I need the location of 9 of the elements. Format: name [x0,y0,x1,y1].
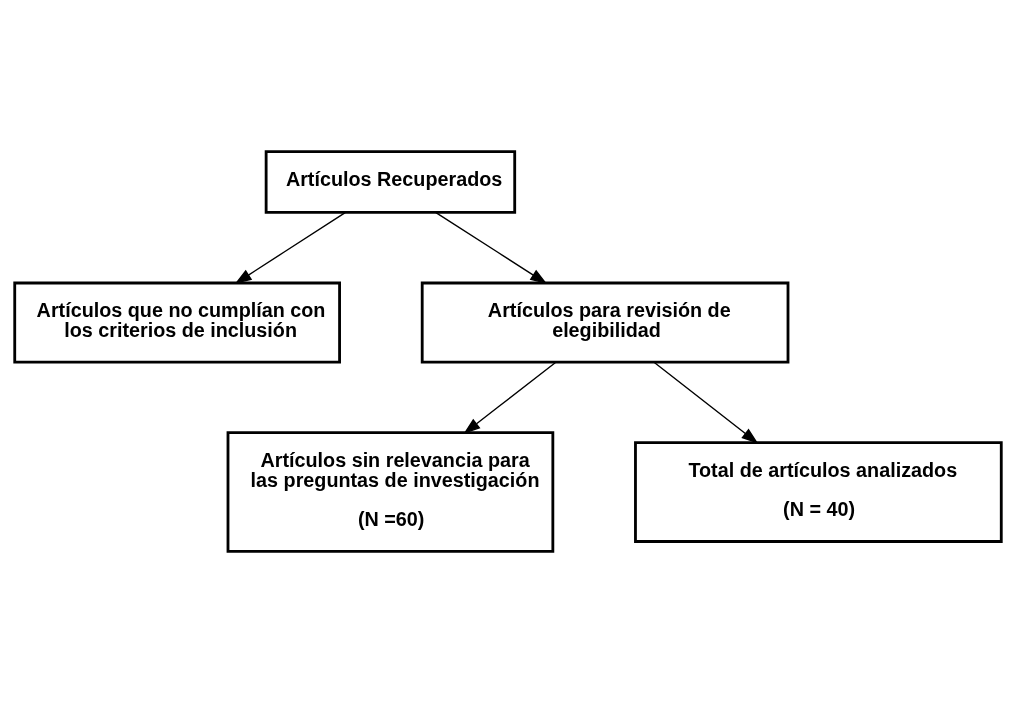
node-box: Artículos Recuperados [264,149,517,214]
node-box: Artículos sin relevancia para las preguntas de investigación (N =60) [226,430,555,553]
arrow [653,361,759,444]
node-box: Artículos que no cumplían con los criterios de inclusión [13,281,341,363]
arrow [234,211,346,284]
node-box: Artículos para revisión de elegibilidad [420,281,790,363]
node-box: Total de artículos analizados (N = 40) [634,440,1003,543]
arrow [435,211,548,284]
arrow [463,361,557,434]
